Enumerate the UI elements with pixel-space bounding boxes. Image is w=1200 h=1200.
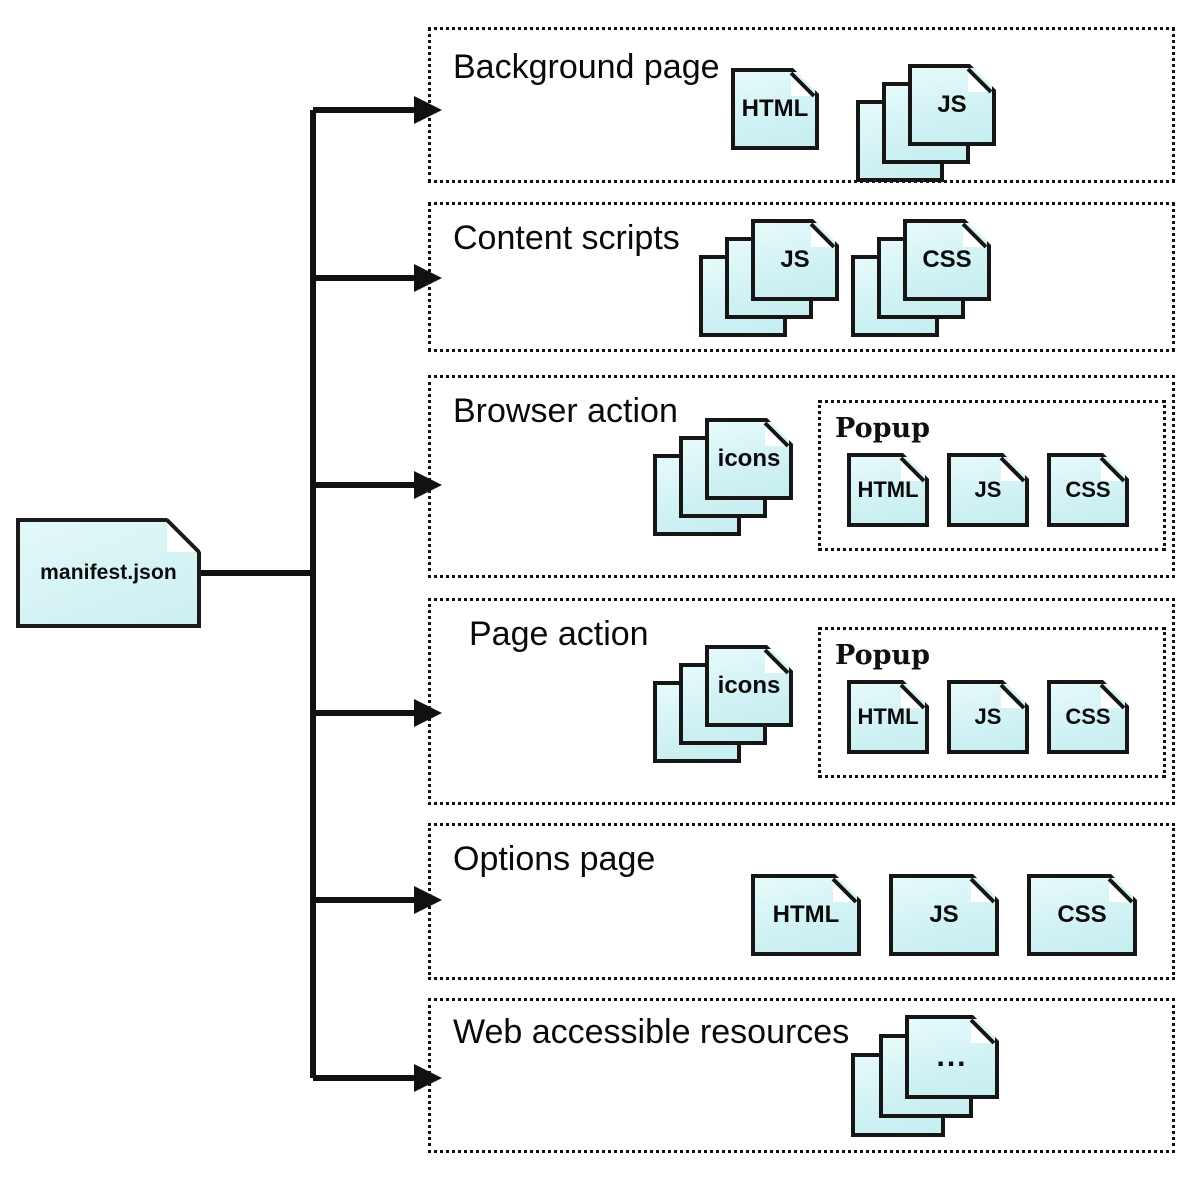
doc-label: CSS	[1057, 901, 1107, 928]
doc-label: icons	[717, 672, 781, 699]
doc-fold-icon	[763, 648, 790, 675]
doc-css[interactable]: CSS	[1027, 874, 1137, 956]
section-content-scripts[interactable]: Content scripts JS CSS	[428, 202, 1175, 352]
doc-resource[interactable]: ...	[905, 1015, 999, 1099]
doc-fold-icon	[809, 222, 836, 249]
doc-icons[interactable]: icons	[705, 418, 793, 500]
doc-label: CSS	[1065, 704, 1111, 729]
doc-stack-resources[interactable]: ...	[851, 1015, 999, 1137]
doc-css[interactable]: CSS	[1047, 453, 1129, 527]
doc-fold-icon	[966, 67, 993, 94]
section-title-page-action: Page action	[469, 615, 649, 653]
doc-html[interactable]: HTML	[751, 874, 861, 956]
section-title-background-page: Background page	[453, 48, 720, 86]
doc-html[interactable]: HTML	[847, 453, 929, 527]
section-background-page[interactable]: Background page HTML JS	[428, 27, 1175, 183]
doc-js[interactable]: JS	[947, 453, 1029, 527]
doc-icons[interactable]: icons	[705, 645, 793, 727]
doc-label: CSS	[1065, 477, 1111, 502]
group-popup[interactable]: Popup HTML JS CSS	[818, 627, 1166, 778]
doc-fold-icon	[961, 222, 988, 249]
doc-html[interactable]: HTML	[731, 68, 819, 150]
doc-label: JS	[929, 901, 959, 928]
section-options-page[interactable]: Options page HTML JS CSS	[428, 823, 1175, 980]
doc-fold-icon	[831, 877, 858, 904]
doc-css[interactable]: CSS	[1047, 680, 1129, 754]
doc-label: JS	[780, 246, 810, 273]
doc-fold-icon	[763, 421, 790, 448]
section-web-accessible-resources[interactable]: Web accessible resources ...	[428, 998, 1175, 1153]
doc-js[interactable]: JS	[889, 874, 999, 956]
section-title-web-accessible-resources: Web accessible resources	[453, 1013, 850, 1051]
doc-fold-icon	[969, 877, 996, 904]
doc-fold-icon	[1107, 877, 1134, 904]
doc-html[interactable]: HTML	[847, 680, 929, 754]
doc-stack-icons[interactable]: icons	[653, 418, 793, 536]
doc-fold-icon	[969, 1018, 996, 1045]
doc-js[interactable]: JS	[947, 680, 1029, 754]
doc-label: HTML	[772, 901, 840, 928]
section-browser-action[interactable]: Browser action icons Popup HTML	[428, 375, 1175, 578]
section-title-browser-action: Browser action	[453, 392, 678, 430]
section-page-action[interactable]: Page action icons Popup HTML	[428, 598, 1175, 805]
doc-js[interactable]: JS	[751, 219, 839, 301]
doc-label: JS	[974, 477, 1002, 502]
doc-stack-css[interactable]: CSS	[851, 219, 991, 337]
doc-label: HTML	[741, 95, 809, 122]
group-popup[interactable]: Popup HTML JS CSS	[818, 400, 1166, 551]
section-title-options-page: Options page	[453, 840, 656, 878]
doc-label: CSS	[922, 246, 972, 273]
doc-label: JS	[937, 91, 967, 118]
group-title-popup: Popup	[835, 640, 930, 671]
doc-stack-icons[interactable]: icons	[653, 645, 793, 763]
manifest-node[interactable]: manifest.json	[16, 518, 201, 628]
manifest-label: manifest.json	[40, 561, 177, 584]
group-title-popup: Popup	[835, 413, 930, 444]
section-title-content-scripts: Content scripts	[453, 219, 680, 257]
doc-label: icons	[717, 445, 781, 472]
doc-label: HTML	[857, 477, 919, 502]
doc-label: JS	[974, 704, 1002, 729]
doc-css[interactable]: CSS	[903, 219, 991, 301]
doc-fold-icon	[789, 71, 816, 98]
doc-label: HTML	[857, 704, 919, 729]
doc-label: ...	[936, 1040, 968, 1073]
doc-stack-js[interactable]: JS	[699, 219, 839, 337]
doc-stack-js[interactable]: JS	[856, 64, 996, 182]
doc-js[interactable]: JS	[908, 64, 996, 146]
